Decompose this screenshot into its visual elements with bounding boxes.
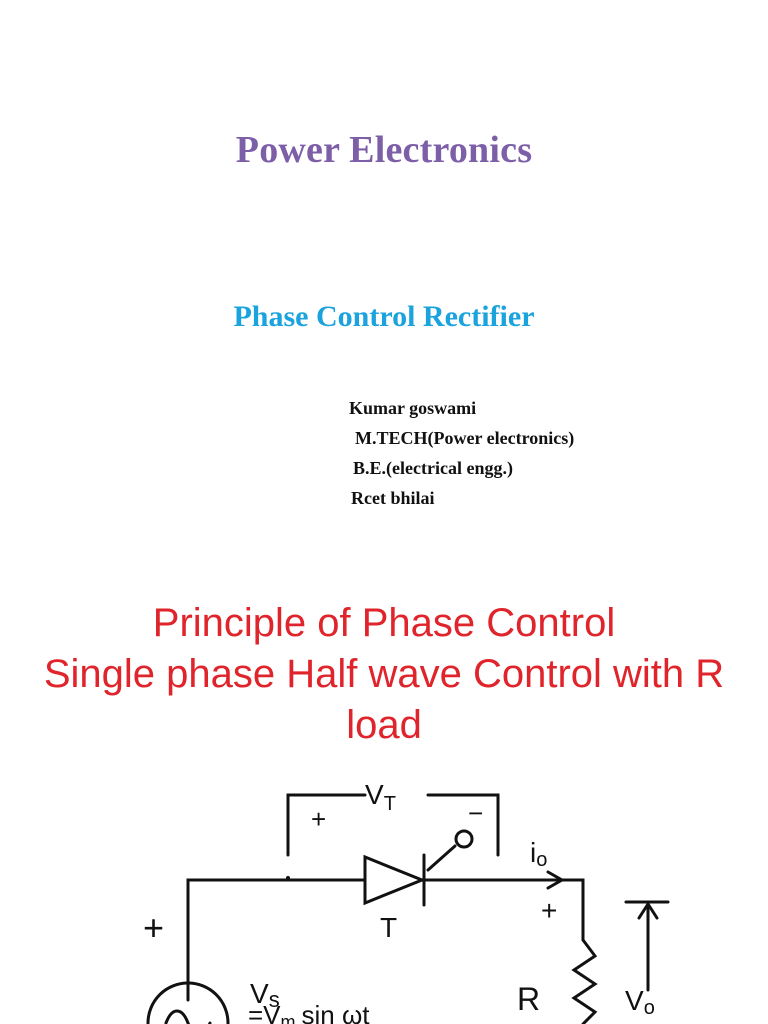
author-institute: Rcet bhilai [351, 488, 435, 508]
vt-label: VT [365, 779, 396, 815]
current-label: io [530, 837, 547, 871]
heading-line-1: Principle of Phase Control [152, 601, 616, 645]
vo-label: Vo [625, 985, 655, 1019]
thyristor-symbol [363, 853, 427, 907]
vt-minus-sign: − [468, 798, 483, 828]
vt-plus-sign: + [311, 804, 326, 834]
slide-subtitle: Phase Control Rectifier [233, 300, 535, 333]
heading-line-2: Single phase Half wave Control with R [43, 652, 725, 696]
vo-arrow [624, 900, 670, 992]
slide-title: Power Electronics [235, 129, 533, 171]
source-plus-sign: + [143, 907, 164, 948]
thyristor-label: T [380, 912, 397, 943]
source-label: Vs [250, 978, 280, 1012]
load-plus-sign: + [541, 895, 557, 926]
author-degree-mtech: M.TECH(Power electronics) [355, 428, 575, 448]
source-symbol [146, 981, 230, 1024]
current-arrow [523, 870, 566, 890]
vt-bracket [286, 793, 500, 857]
author-degree-be: B.E.(electrical engg.) [353, 458, 513, 478]
author-name: Kumar goswami [349, 398, 477, 418]
section-heading: Principle of Phase Control Single phase … [0, 598, 768, 751]
heading-line-3: load [346, 703, 422, 747]
resistor-label: R [517, 981, 540, 1017]
top-wire [186, 878, 585, 1002]
source-sine [164, 1009, 212, 1024]
gate-lead [426, 844, 457, 872]
resistor-symbol [571, 938, 598, 1024]
gate-terminal [454, 829, 474, 849]
author-block: Kumar goswami M.TECH(Power electronics) … [349, 393, 574, 513]
